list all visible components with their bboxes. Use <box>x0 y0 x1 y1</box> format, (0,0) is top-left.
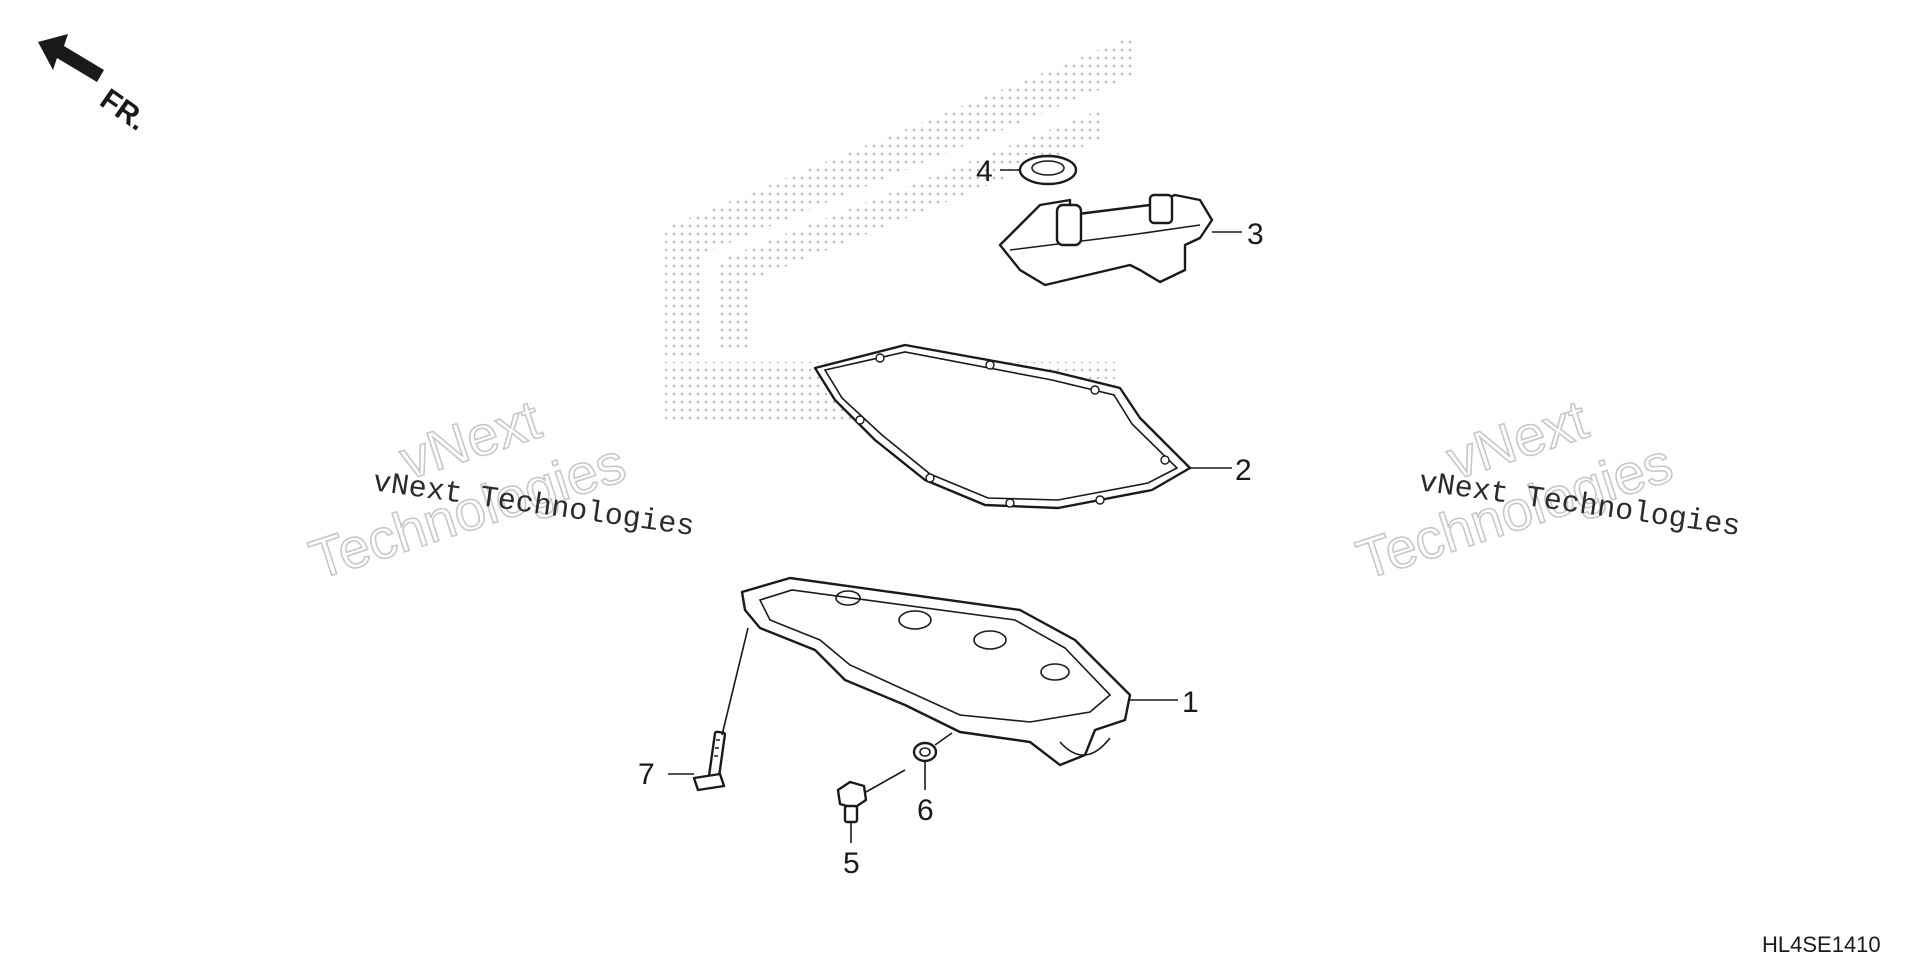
callout-6: 6 <box>917 794 934 827</box>
direction-label: FR. <box>94 83 153 138</box>
part-7-bolt <box>668 627 749 792</box>
callout-3: 3 <box>1247 218 1264 251</box>
part-3-strainer <box>998 193 1242 287</box>
part-1-oil-pan <box>740 576 1178 767</box>
callout-7: 7 <box>638 758 655 791</box>
part-6-washer <box>912 732 953 790</box>
watermark-right: vNext Technologies vNext Technologies <box>1348 386 1742 592</box>
watermark-left: vNext Technologies vNext Technologies <box>301 386 696 592</box>
callout-4: 4 <box>976 155 993 188</box>
part-4-grommet <box>1000 154 1078 186</box>
callout-5: 5 <box>843 847 860 880</box>
callout-1: 1 <box>1182 686 1199 719</box>
figure-code: HL4SE1410 <box>1762 932 1881 957</box>
part-2-gasket <box>813 343 1232 510</box>
direction-arrow-icon: FR. <box>38 34 153 137</box>
callout-2: 2 <box>1235 454 1252 487</box>
part-5-drain-plug <box>836 769 906 843</box>
